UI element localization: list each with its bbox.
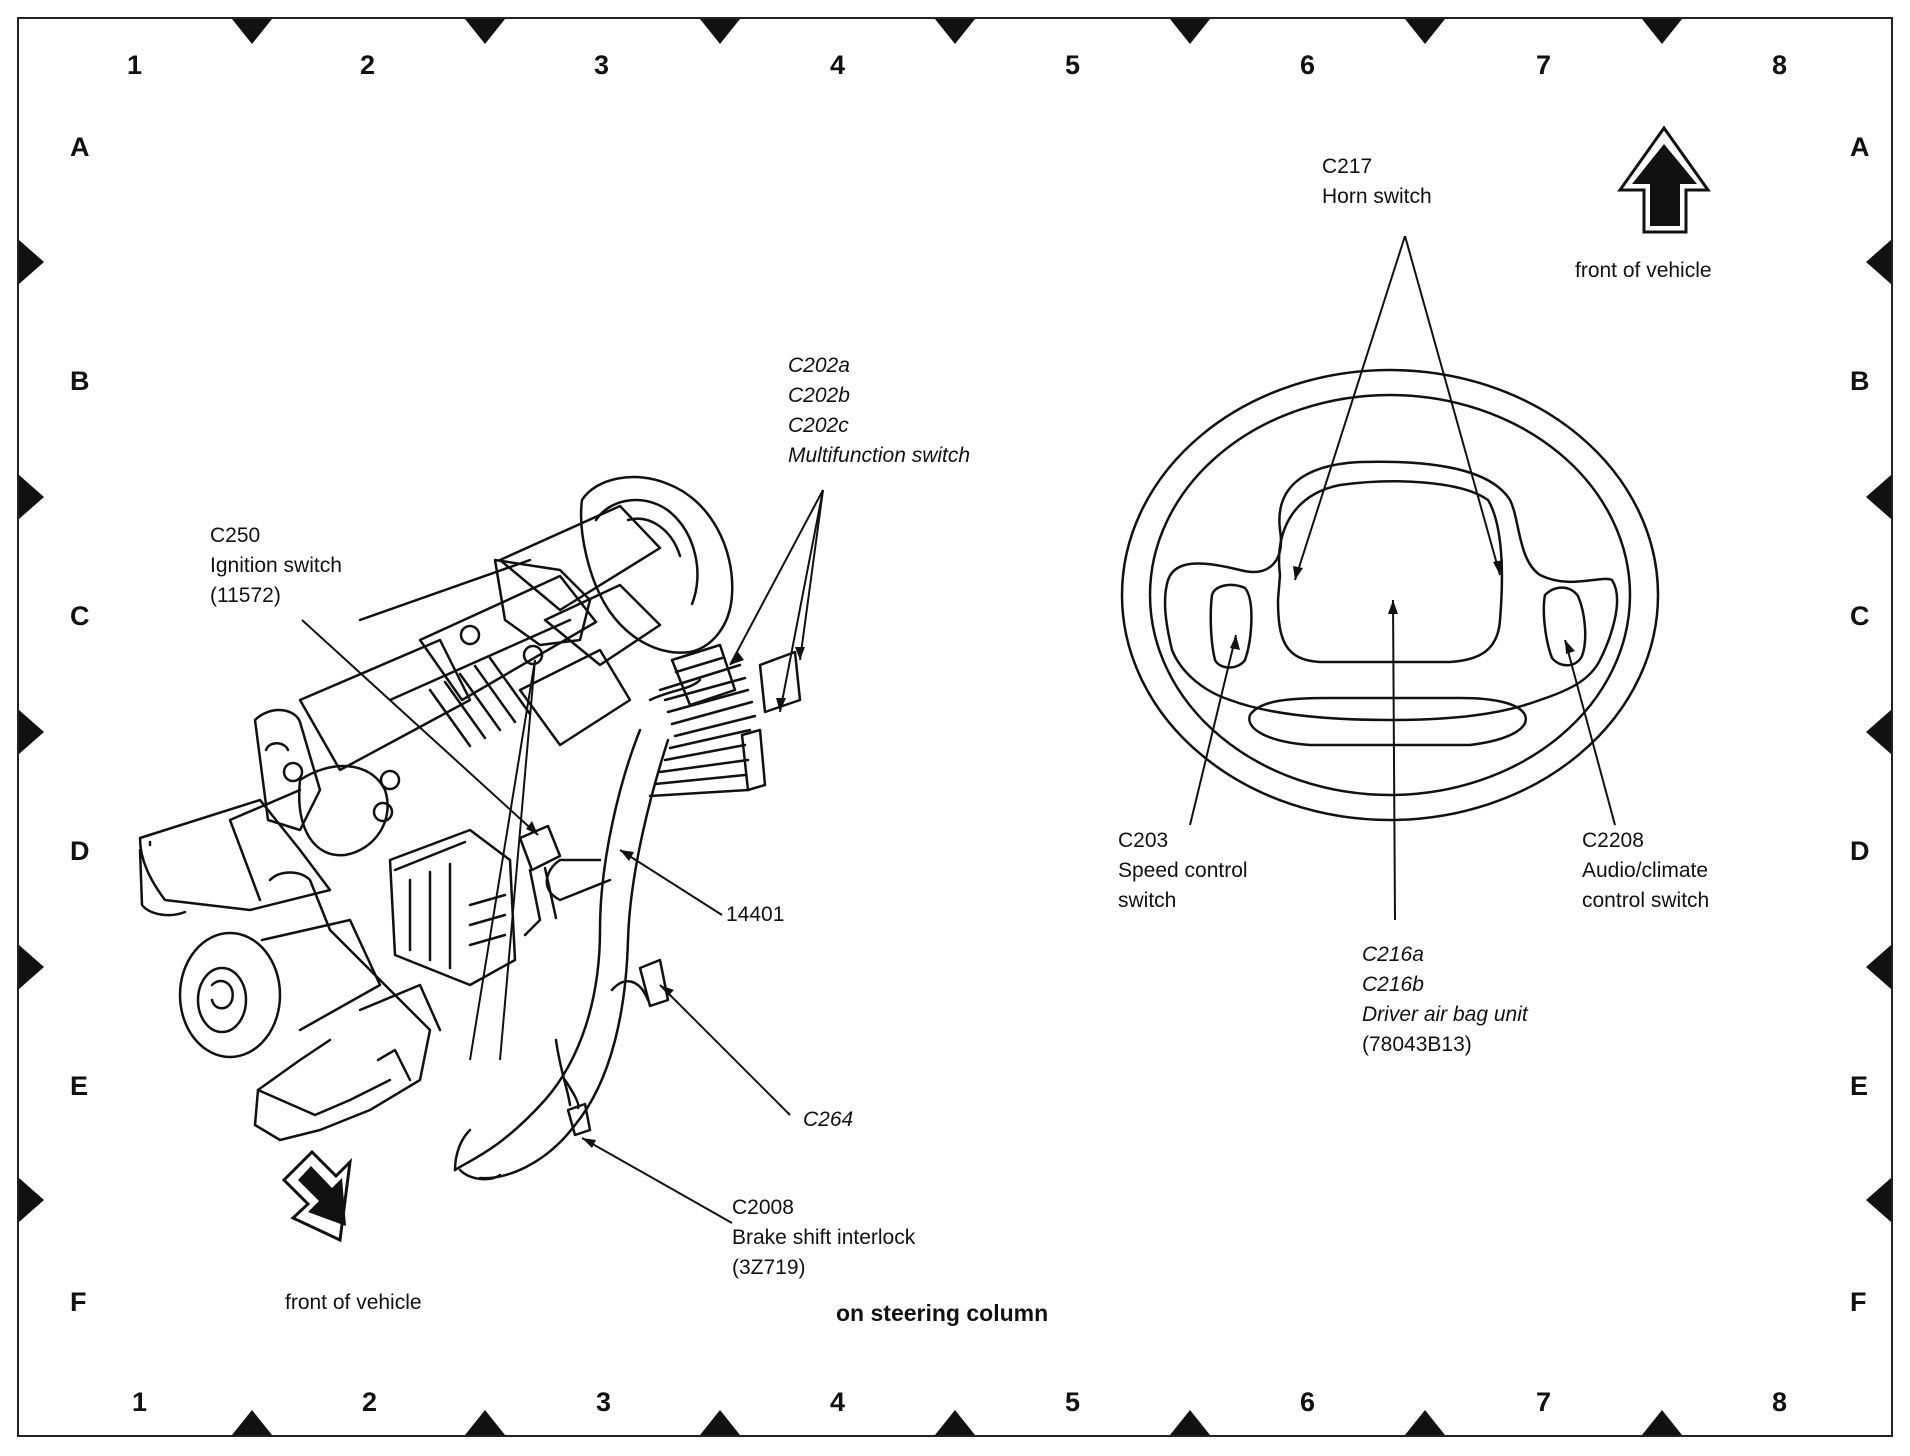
- grid-marker-top: [465, 19, 505, 44]
- grid-row-label-right: D: [1850, 836, 1870, 866]
- grid-column-label-bottom: 4: [830, 1387, 846, 1417]
- grid-column-label-top: 3: [594, 50, 610, 80]
- grid-marker-bottom: [1405, 1410, 1445, 1435]
- grid-marker-right: [1866, 945, 1891, 989]
- grid-row-label-left: C: [70, 601, 90, 631]
- label-c203: C203 Speed control switch: [1118, 829, 1248, 912]
- grid-marker-top: [1642, 19, 1682, 44]
- grid-marker-top: [935, 19, 975, 44]
- grid-row-label-right: F: [1850, 1287, 1867, 1317]
- grid-row-label-right: C: [1850, 601, 1870, 631]
- grid-marker-left: [19, 475, 44, 519]
- grid-marker-bottom: [465, 1410, 505, 1435]
- grid-marker-top: [232, 19, 272, 44]
- grid-row-label-right: E: [1850, 1071, 1869, 1101]
- grid-marker-right: [1866, 710, 1891, 754]
- grid-column-label-top: 1: [127, 50, 143, 80]
- leader-lines: [301, 235, 1616, 1224]
- grid-column-label-top: 4: [830, 50, 846, 80]
- grid-column-label-bottom: 7: [1536, 1387, 1552, 1417]
- grid-marker-left: [19, 1178, 44, 1222]
- grid-column-label-bottom: 5: [1065, 1387, 1081, 1417]
- grid-marker-bottom: [232, 1410, 272, 1435]
- grid-marker-right: [1866, 240, 1891, 284]
- grid-row-label-left: D: [70, 836, 90, 866]
- label-c216: C216a C216b Driver air bag unit (78043B1…: [1362, 943, 1528, 1056]
- grid-column-label-top: 2: [360, 50, 376, 80]
- grid-marker-bottom: [935, 1410, 975, 1435]
- grid-row-label-right: B: [1850, 366, 1870, 396]
- grid-marker-left: [19, 945, 44, 989]
- grid-markers: [19, 19, 1891, 1435]
- grid-column-label-bottom: 3: [596, 1387, 612, 1417]
- grid-marker-left: [19, 710, 44, 754]
- grid-marker-left: [19, 240, 44, 284]
- grid-marker-top: [1170, 19, 1210, 44]
- grid-marker-top: [700, 19, 740, 44]
- label-c2208: C2208 Audio/climate control switch: [1582, 829, 1710, 912]
- label-14401: 14401: [726, 903, 785, 926]
- grid-column-label-top: 6: [1300, 50, 1316, 80]
- steering-column-illustration: [138, 475, 802, 1181]
- grid-marker-bottom: [1170, 1410, 1210, 1435]
- grid-row-label-right: A: [1850, 132, 1870, 162]
- grid-marker-bottom: [1642, 1410, 1682, 1435]
- grid-marker-top: [1405, 19, 1445, 44]
- label-c250: C250 Ignition switch (11572): [210, 524, 342, 607]
- front-arrow-down-icon: [281, 1149, 353, 1243]
- label-front-of-vehicle-top: front of vehicle: [1575, 259, 1712, 282]
- grid-column-label-top: 5: [1065, 50, 1081, 80]
- grid-column-label-bottom: 6: [1300, 1387, 1316, 1417]
- grid-column-label-top: 8: [1772, 50, 1788, 80]
- grid-row-label-left: B: [70, 366, 90, 396]
- grid-column-label-top: 7: [1536, 50, 1552, 80]
- grid-column-label-bottom: 8: [1772, 1387, 1788, 1417]
- label-c202: C202a C202b C202c Multifunction switch: [788, 354, 971, 467]
- grid-row-label-left: F: [70, 1287, 87, 1317]
- front-arrow-up-icon: [1617, 125, 1711, 234]
- grid-marker-right: [1866, 475, 1891, 519]
- label-c217: C217 Horn switch: [1322, 155, 1432, 208]
- grid-column-label-bottom: 2: [362, 1387, 378, 1417]
- label-c264: C264: [803, 1108, 854, 1131]
- steering-wheel-illustration: [1120, 368, 1660, 822]
- grid-marker-right: [1866, 1178, 1891, 1222]
- grid-row-label-left: A: [70, 132, 90, 162]
- grid-row-label-left: E: [70, 1071, 89, 1101]
- label-front-of-vehicle-bottom: front of vehicle: [285, 1291, 422, 1314]
- label-c2008: C2008 Brake shift interlock (3Z719): [732, 1196, 916, 1279]
- diagram-caption: on steering column: [836, 1300, 1049, 1326]
- grid-marker-bottom: [700, 1410, 740, 1435]
- leader-arrowheads: [526, 560, 1575, 1148]
- grid-column-label-bottom: 1: [132, 1387, 148, 1417]
- diagram-frame: [17, 17, 1893, 1437]
